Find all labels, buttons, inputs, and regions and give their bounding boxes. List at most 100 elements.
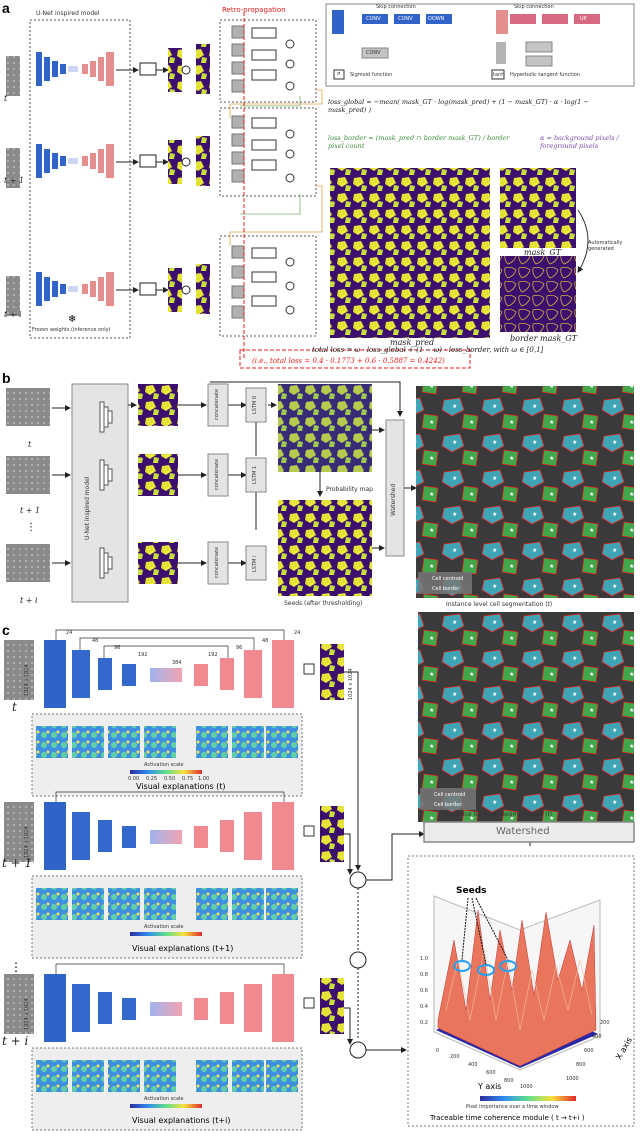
x-tick-400: 400 bbox=[592, 1034, 602, 1040]
y-tick-1000: 1000 bbox=[520, 1084, 533, 1090]
activation-title-1: Activation scale bbox=[144, 762, 184, 768]
legend-tanh: Hyperbolic tangent function bbox=[510, 72, 580, 78]
legend-centroid-b: Cell centroid bbox=[432, 576, 464, 582]
channel-label-192b: 192 bbox=[208, 652, 218, 658]
x-tick-800: 800 bbox=[576, 1062, 586, 1068]
y-tick-200: 200 bbox=[450, 1054, 460, 1060]
time-label-b-t1: t + 1 bbox=[20, 506, 41, 515]
legend-up: UP bbox=[580, 16, 587, 22]
channel-label-24b: 24 bbox=[294, 630, 301, 636]
channel-label-192: 192 bbox=[138, 652, 148, 658]
retro-propagation-label: Retro-propagation bbox=[222, 6, 286, 14]
legend-tanh-symbol: tanh bbox=[493, 72, 505, 78]
legend-border-c: Cell border bbox=[434, 802, 462, 808]
legend-conv-1: CONV bbox=[366, 16, 381, 22]
size-label-c3: 1024 x 1024 bbox=[24, 998, 30, 1030]
mask-pred-label: mask_pred bbox=[390, 338, 435, 347]
size-label-c2: 1024 x 1024 bbox=[24, 826, 30, 858]
time-label-a-t1: t + 1 bbox=[4, 176, 25, 185]
concat-label-i: concatenate bbox=[214, 546, 220, 578]
panel-label-b: b bbox=[2, 370, 11, 386]
legend-conv-2: CONV bbox=[398, 16, 413, 22]
z-tick-0.4: 0.4 bbox=[420, 1004, 428, 1010]
probability-map-label: Probability map bbox=[326, 486, 373, 493]
time-label-c-t1: t + 1 bbox=[2, 856, 33, 870]
activation-title-2: Activation scale bbox=[144, 924, 184, 930]
y-tick-400: 400 bbox=[468, 1062, 478, 1068]
time-label-c-dots: ⋮ bbox=[10, 960, 22, 974]
visual-explanations-t1: Visual explanations (t+1) bbox=[132, 944, 234, 953]
z-tick-0.8: 0.8 bbox=[420, 972, 428, 978]
concat-label-0: concatenate bbox=[214, 388, 220, 420]
time-label-b-ti: t + i bbox=[20, 596, 38, 605]
legend-sigma-symbol: σ bbox=[337, 71, 341, 77]
auto-generated-label: Automatically generated bbox=[588, 240, 623, 252]
x-tick-1000: 1000 bbox=[566, 1076, 579, 1082]
mask-gt-label: mask_GT bbox=[524, 248, 562, 257]
z-tick-0.6: 0.6 bbox=[420, 988, 428, 994]
x-tick-200: 200 bbox=[600, 1020, 610, 1026]
legend-skip-connection-2: Skip connection bbox=[514, 4, 554, 10]
plot-caption-1: Pixel importance over a time window bbox=[466, 1104, 559, 1110]
y-axis-label: Y axis bbox=[478, 1082, 502, 1091]
lstm-label-1: LSTM 1 bbox=[252, 465, 258, 484]
total-loss-example: (i.e., total loss = 0.4 · 0.1773 + 0.6 ·… bbox=[252, 357, 445, 365]
y-tick-800: 800 bbox=[504, 1078, 514, 1084]
time-label-b-t: t bbox=[28, 440, 32, 449]
size-label-c1-out: 1024 x 1024 bbox=[348, 668, 354, 700]
activation-title-3: Activation scale bbox=[144, 1096, 184, 1102]
concat-label-1: concatenate bbox=[214, 458, 220, 490]
act-tick-000-1: 0.00 bbox=[128, 776, 140, 782]
legend-border-b: Cell border bbox=[432, 586, 460, 592]
channel-label-96: 96 bbox=[114, 645, 121, 651]
watershed-label-c: Watershed bbox=[496, 826, 550, 837]
loss-border-formula: loss_border = (mask_pred ∩ border mask_G… bbox=[328, 134, 510, 150]
frozen-weights-label: Frozen weights (inference only) bbox=[32, 327, 111, 333]
seeds-label-b: Seeds (after thresholding) bbox=[284, 600, 363, 607]
panel-label-c: c bbox=[2, 622, 10, 638]
panel-label-a: a bbox=[2, 0, 10, 16]
time-label-c-t: t bbox=[12, 700, 17, 714]
channel-label-384: 384 bbox=[172, 660, 182, 666]
act-tick-075-1: 0.75 bbox=[182, 776, 194, 782]
watershed-label-b: Watershed bbox=[390, 483, 397, 516]
plot-caption-2: Traceable time coherence module ( t → t+… bbox=[430, 1114, 585, 1122]
channel-label-48b: 48 bbox=[262, 638, 269, 644]
segmentation-caption-b: Instance level cell segmentation (t) bbox=[446, 601, 553, 608]
seeds-label-c: Seeds bbox=[456, 886, 487, 896]
act-tick-025-1: 0.25 bbox=[146, 776, 158, 782]
lstm-label-0: LSTM 0 bbox=[252, 395, 258, 414]
legend-conv-gray: CONV bbox=[366, 50, 381, 56]
channel-label-48: 48 bbox=[92, 638, 99, 644]
alpha-formula: α = background pixels / foreground pixel… bbox=[540, 134, 619, 150]
x-tick-600: 600 bbox=[584, 1048, 594, 1054]
legend-sigmoid: Sigmoid function bbox=[350, 72, 393, 78]
unet-label-b: U-Net inspired model bbox=[84, 476, 91, 541]
legend-skip-connection-1: Skip connection bbox=[376, 4, 416, 10]
segmentation-caption-c: Instance level cell segmentation (t) bbox=[446, 811, 553, 818]
z-tick-1.0: 1.0 bbox=[420, 956, 428, 962]
y-tick-0: 0 bbox=[436, 1048, 440, 1054]
total-loss-formula: total loss = ω · loss_global + (1 − ω) ·… bbox=[312, 346, 544, 354]
unet-title: U-Net inspired model bbox=[36, 10, 100, 17]
legend-down: DOWN bbox=[428, 16, 445, 22]
channel-label-24: 24 bbox=[66, 630, 73, 636]
legend-centroid-c: Cell centroid bbox=[434, 792, 466, 798]
act-tick-100-1: 1.00 bbox=[198, 776, 210, 782]
visual-explanations-t: Visual explanations (t) bbox=[136, 782, 226, 791]
snowflake-icon: ❄ bbox=[68, 314, 77, 325]
size-label-c1: 1024 x 1024 bbox=[24, 664, 30, 696]
border-mask-label: border mask_GT bbox=[510, 334, 578, 343]
act-tick-050-1: 0.50 bbox=[164, 776, 176, 782]
time-label-c-ti: t + i bbox=[2, 1034, 29, 1048]
loss-global-formula: loss_global = −mean( mask_GT · log(mask_… bbox=[328, 98, 589, 114]
time-label-a-ti: t + i bbox=[4, 310, 22, 319]
channel-label-96b: 96 bbox=[236, 645, 243, 651]
time-label-b-dots: ⋮ bbox=[26, 522, 36, 533]
z-tick-0.2: 0.2 bbox=[420, 1020, 428, 1026]
time-label-a-t: t bbox=[4, 94, 8, 103]
y-tick-600: 600 bbox=[486, 1070, 496, 1076]
visual-explanations-ti: Visual explanations (t+i) bbox=[132, 1116, 231, 1125]
lstm-label-i: LSTM i bbox=[252, 555, 258, 572]
